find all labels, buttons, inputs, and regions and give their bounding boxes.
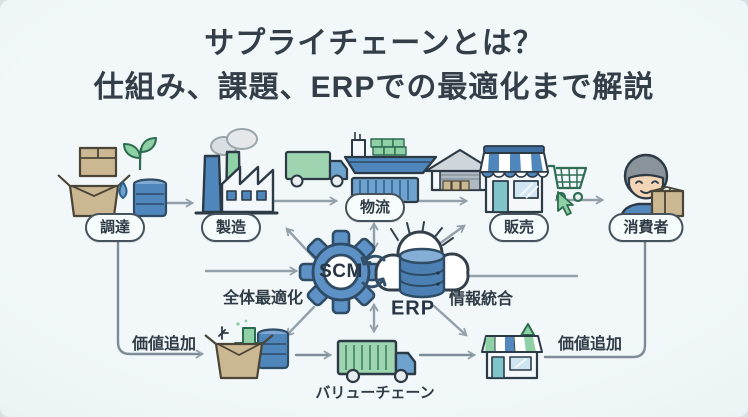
stage-pill-consumer: 消費者: [608, 213, 684, 242]
page-title: サプライチェーンとは？ 仕組み、課題、ERPでの最適化まで解説: [0, 22, 748, 110]
cursor-icon: [557, 191, 574, 216]
hub-arrow-down-left: [285, 305, 316, 337]
stage-pill-procurement: 調達: [84, 213, 146, 242]
connector-valuestore-to-consumer: [543, 238, 647, 359]
truck-icon: [284, 150, 349, 188]
annotation-information-integration: 情報統合: [448, 291, 514, 308]
scm-gear-icon: [298, 229, 384, 315]
title-line-1: サプライチェーンとは？: [204, 27, 544, 60]
annotation-value-added-left: 価値追加: [131, 336, 197, 353]
scm-label: SCM: [319, 261, 363, 282]
database-icon: [398, 247, 446, 299]
storefront-cart-icon: [479, 145, 588, 216]
stage-pill-logistics: 物流: [344, 193, 406, 222]
erp-cloud-icon: [360, 221, 470, 299]
warehouse-icon: [424, 148, 496, 192]
annotation-value-added-right: 価値追加: [557, 336, 623, 353]
erp-label: ERP: [390, 297, 436, 320]
title-line-2: 仕組み、課題、ERPでの最適化まで解説: [93, 71, 655, 104]
sync-arrows-icon: [360, 254, 387, 289]
stage-pill-manufacturing: 製造: [200, 213, 262, 242]
ship-icon: [343, 132, 438, 175]
factory-icon: [194, 128, 279, 215]
annotation-overall-optimization: 全体最適化: [222, 290, 304, 307]
value-truck-icon: [336, 339, 417, 384]
value-box-icon: [204, 319, 290, 380]
value-store-icon: [481, 323, 543, 380]
stage-pill-sales: 販売: [488, 213, 550, 242]
store-icon: [479, 145, 549, 214]
procurement-materials-icon: [57, 137, 168, 218]
value-chain-label: バリューチェーン: [315, 384, 435, 402]
connector-procurement-to-valuebox: [116, 237, 205, 359]
shopping-cart-icon: [548, 164, 588, 203]
logistics-icons: [284, 132, 496, 204]
hub-arrow-down-right: [432, 304, 468, 337]
